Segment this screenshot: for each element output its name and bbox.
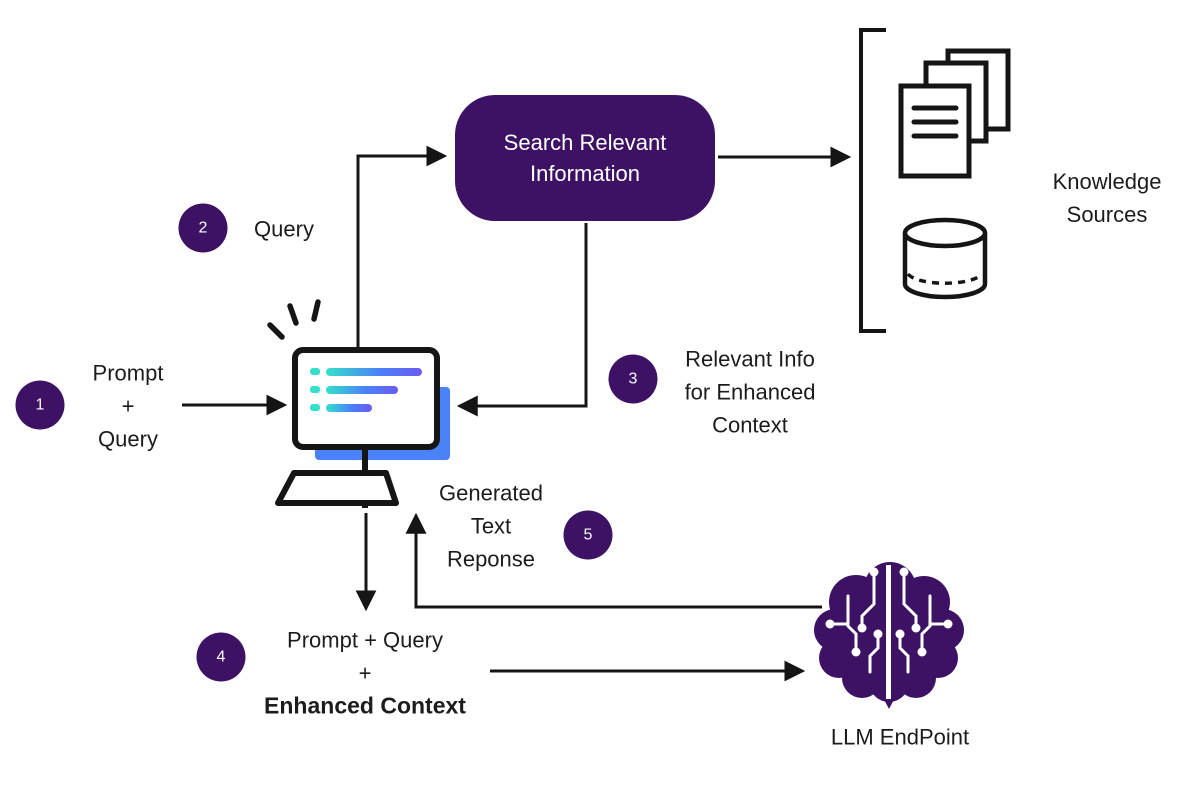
knowledge-sources-line-2: Sources	[1066, 202, 1148, 227]
step-number-5: 5	[583, 526, 593, 543]
arrow-llm-to-computer	[405, 512, 822, 609]
search-relevant-information-node: Search Relevant Information	[455, 95, 715, 221]
step-label-3-line-3: Context	[712, 412, 788, 438]
monitor-screen	[292, 347, 440, 450]
step-label-5-line-1: Generated	[439, 480, 543, 506]
sparkle-icon	[267, 299, 321, 340]
search-box-line-2: Information	[529, 161, 641, 186]
db-dashed-edge	[906, 272, 984, 286]
step-label-3-line-1: Relevant Info	[685, 346, 815, 372]
knowledge-sources-line-1: Knowledge	[1052, 169, 1162, 194]
knowledge-sources-label: Knowledge Sources	[1053, 165, 1162, 231]
brain-circuit-traces	[832, 574, 946, 674]
computer-icon	[267, 299, 450, 508]
step-label-5: Generated Text Reponse	[439, 477, 543, 576]
step-label-3-line-2: for Enhanced	[684, 379, 816, 405]
step-label-1-line-3: Query	[98, 426, 158, 452]
step-badge-1: 1	[15, 380, 65, 430]
step-label-5-line-2: Text	[470, 513, 512, 539]
step-label-4-line-3: Enhanced Context	[264, 692, 466, 719]
step-label-1-line-1: Prompt	[92, 360, 164, 386]
step-label-5-line-3: Reponse	[446, 546, 536, 572]
step-label-1: Prompt + Query	[93, 357, 164, 456]
brain-icon	[814, 562, 964, 709]
step-label-2: Query	[254, 213, 314, 246]
step-label-4-line-2: +	[358, 660, 372, 686]
step-label-2-line-1: Query	[254, 216, 314, 242]
documents-icon	[898, 48, 1011, 179]
step-label-4: Prompt + Query + Enhanced Context	[264, 624, 466, 723]
keyboard-icon	[275, 470, 399, 506]
step-label-4-line-1: Prompt + Query	[287, 627, 443, 653]
step-badge-5: 5	[563, 510, 613, 560]
arrow-computer-to-search-box	[356, 145, 448, 347]
knowledge-bracket	[859, 28, 886, 333]
step-badge-2: 2	[178, 203, 228, 253]
step-badge-4: 4	[196, 632, 246, 682]
step-number-1: 1	[35, 396, 45, 413]
step-label-3: Relevant Info for Enhanced Context	[685, 343, 816, 442]
step-number-3: 3	[628, 370, 638, 387]
database-icon	[902, 217, 988, 300]
arrow-knowledge-to-computer	[456, 223, 588, 417]
db-top	[902, 217, 988, 249]
step-badge-3: 3	[608, 354, 658, 404]
step-number-4: 4	[216, 648, 226, 665]
brain-circuit-nodes	[825, 567, 953, 657]
llm-endpoint-label: LLM EndPoint	[830, 724, 970, 750]
step-number-2: 2	[198, 219, 208, 236]
brain-center-gap	[886, 565, 891, 699]
search-box-line-1: Search Relevant	[503, 130, 667, 155]
screen-chat-lines	[310, 368, 422, 412]
step-label-1-line-2: +	[121, 393, 135, 419]
